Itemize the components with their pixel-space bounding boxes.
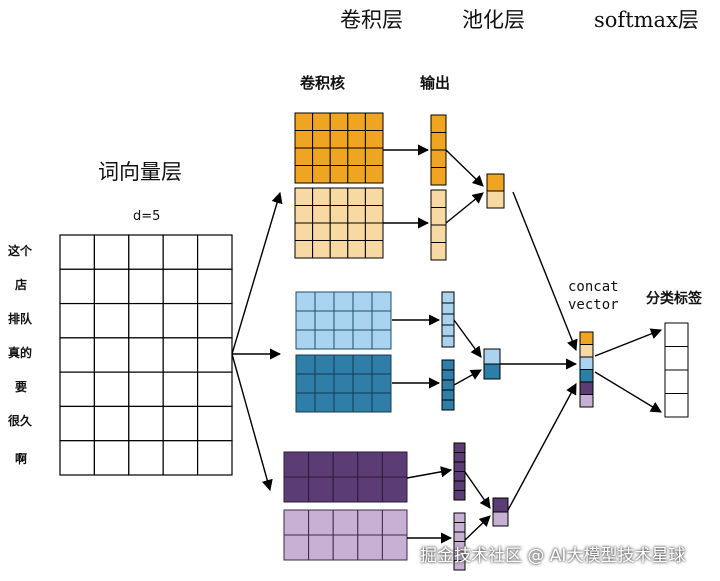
arrow <box>507 383 577 511</box>
output-purple-light <box>453 512 466 571</box>
kernel-blue-light <box>295 291 392 350</box>
arrow <box>445 149 484 187</box>
kernel-purple-dark <box>283 451 408 503</box>
word-label: 很久 <box>8 414 33 428</box>
dimension-label: d=5 <box>133 209 161 224</box>
kernel-blue-dark <box>295 354 392 413</box>
embedding-layer-title: 词向量层 <box>98 160 182 184</box>
pool-blue <box>483 348 501 380</box>
arrow <box>464 471 491 509</box>
embedding-matrix <box>59 234 233 476</box>
concat-vector <box>579 331 594 408</box>
arrow <box>231 191 283 355</box>
concat-label: concat <box>568 279 619 295</box>
class-label-vector <box>664 322 689 418</box>
softmax-layer-title: softmax层 <box>594 8 699 32</box>
arrow <box>512 191 578 352</box>
conv-outputs <box>430 114 466 571</box>
word-label: 啊 <box>15 452 28 466</box>
output-orange-light <box>430 189 447 261</box>
class-label-title: 分类标签 <box>646 291 702 307</box>
output-blue-dark <box>441 359 455 411</box>
class-label-blocks <box>664 322 689 418</box>
arrow <box>406 466 453 479</box>
arrow <box>453 369 482 386</box>
output-label: 输出 <box>420 74 451 92</box>
arrow <box>453 319 482 358</box>
output-orange-dark <box>430 114 447 186</box>
watermark: 掘金技术社区 @ AI大模型技术星球 <box>420 546 686 566</box>
output-blue-light <box>441 291 455 348</box>
arrow <box>594 328 663 357</box>
concat-blocks <box>579 331 594 408</box>
word-label: 店 <box>15 278 28 292</box>
vector-label: vector <box>568 297 619 313</box>
word-label: 真的 <box>8 346 33 360</box>
kernel-purple-light <box>283 509 408 561</box>
conv-kernel-label: 卷积核 <box>300 74 346 92</box>
arrow <box>231 353 273 492</box>
kernel-orange-dark <box>294 112 384 184</box>
output-purple-dark <box>453 442 466 501</box>
conv-layer-title: 卷积层 <box>340 8 403 32</box>
kernel-orange-light <box>294 187 384 259</box>
pool-purple <box>492 497 509 527</box>
flow-arrows <box>231 144 663 544</box>
pooled-features <box>483 173 509 527</box>
word-label: 要 <box>15 380 28 394</box>
embedding-grid <box>59 234 233 476</box>
word-label: 排队 <box>8 312 33 326</box>
pool-layer-title: 池化层 <box>462 8 525 32</box>
pool-orange <box>486 173 505 209</box>
arrow <box>594 371 662 413</box>
conv-kernels <box>283 112 408 561</box>
arrow <box>445 192 484 224</box>
arrow <box>464 515 491 541</box>
word-label: 这个 <box>8 244 33 258</box>
